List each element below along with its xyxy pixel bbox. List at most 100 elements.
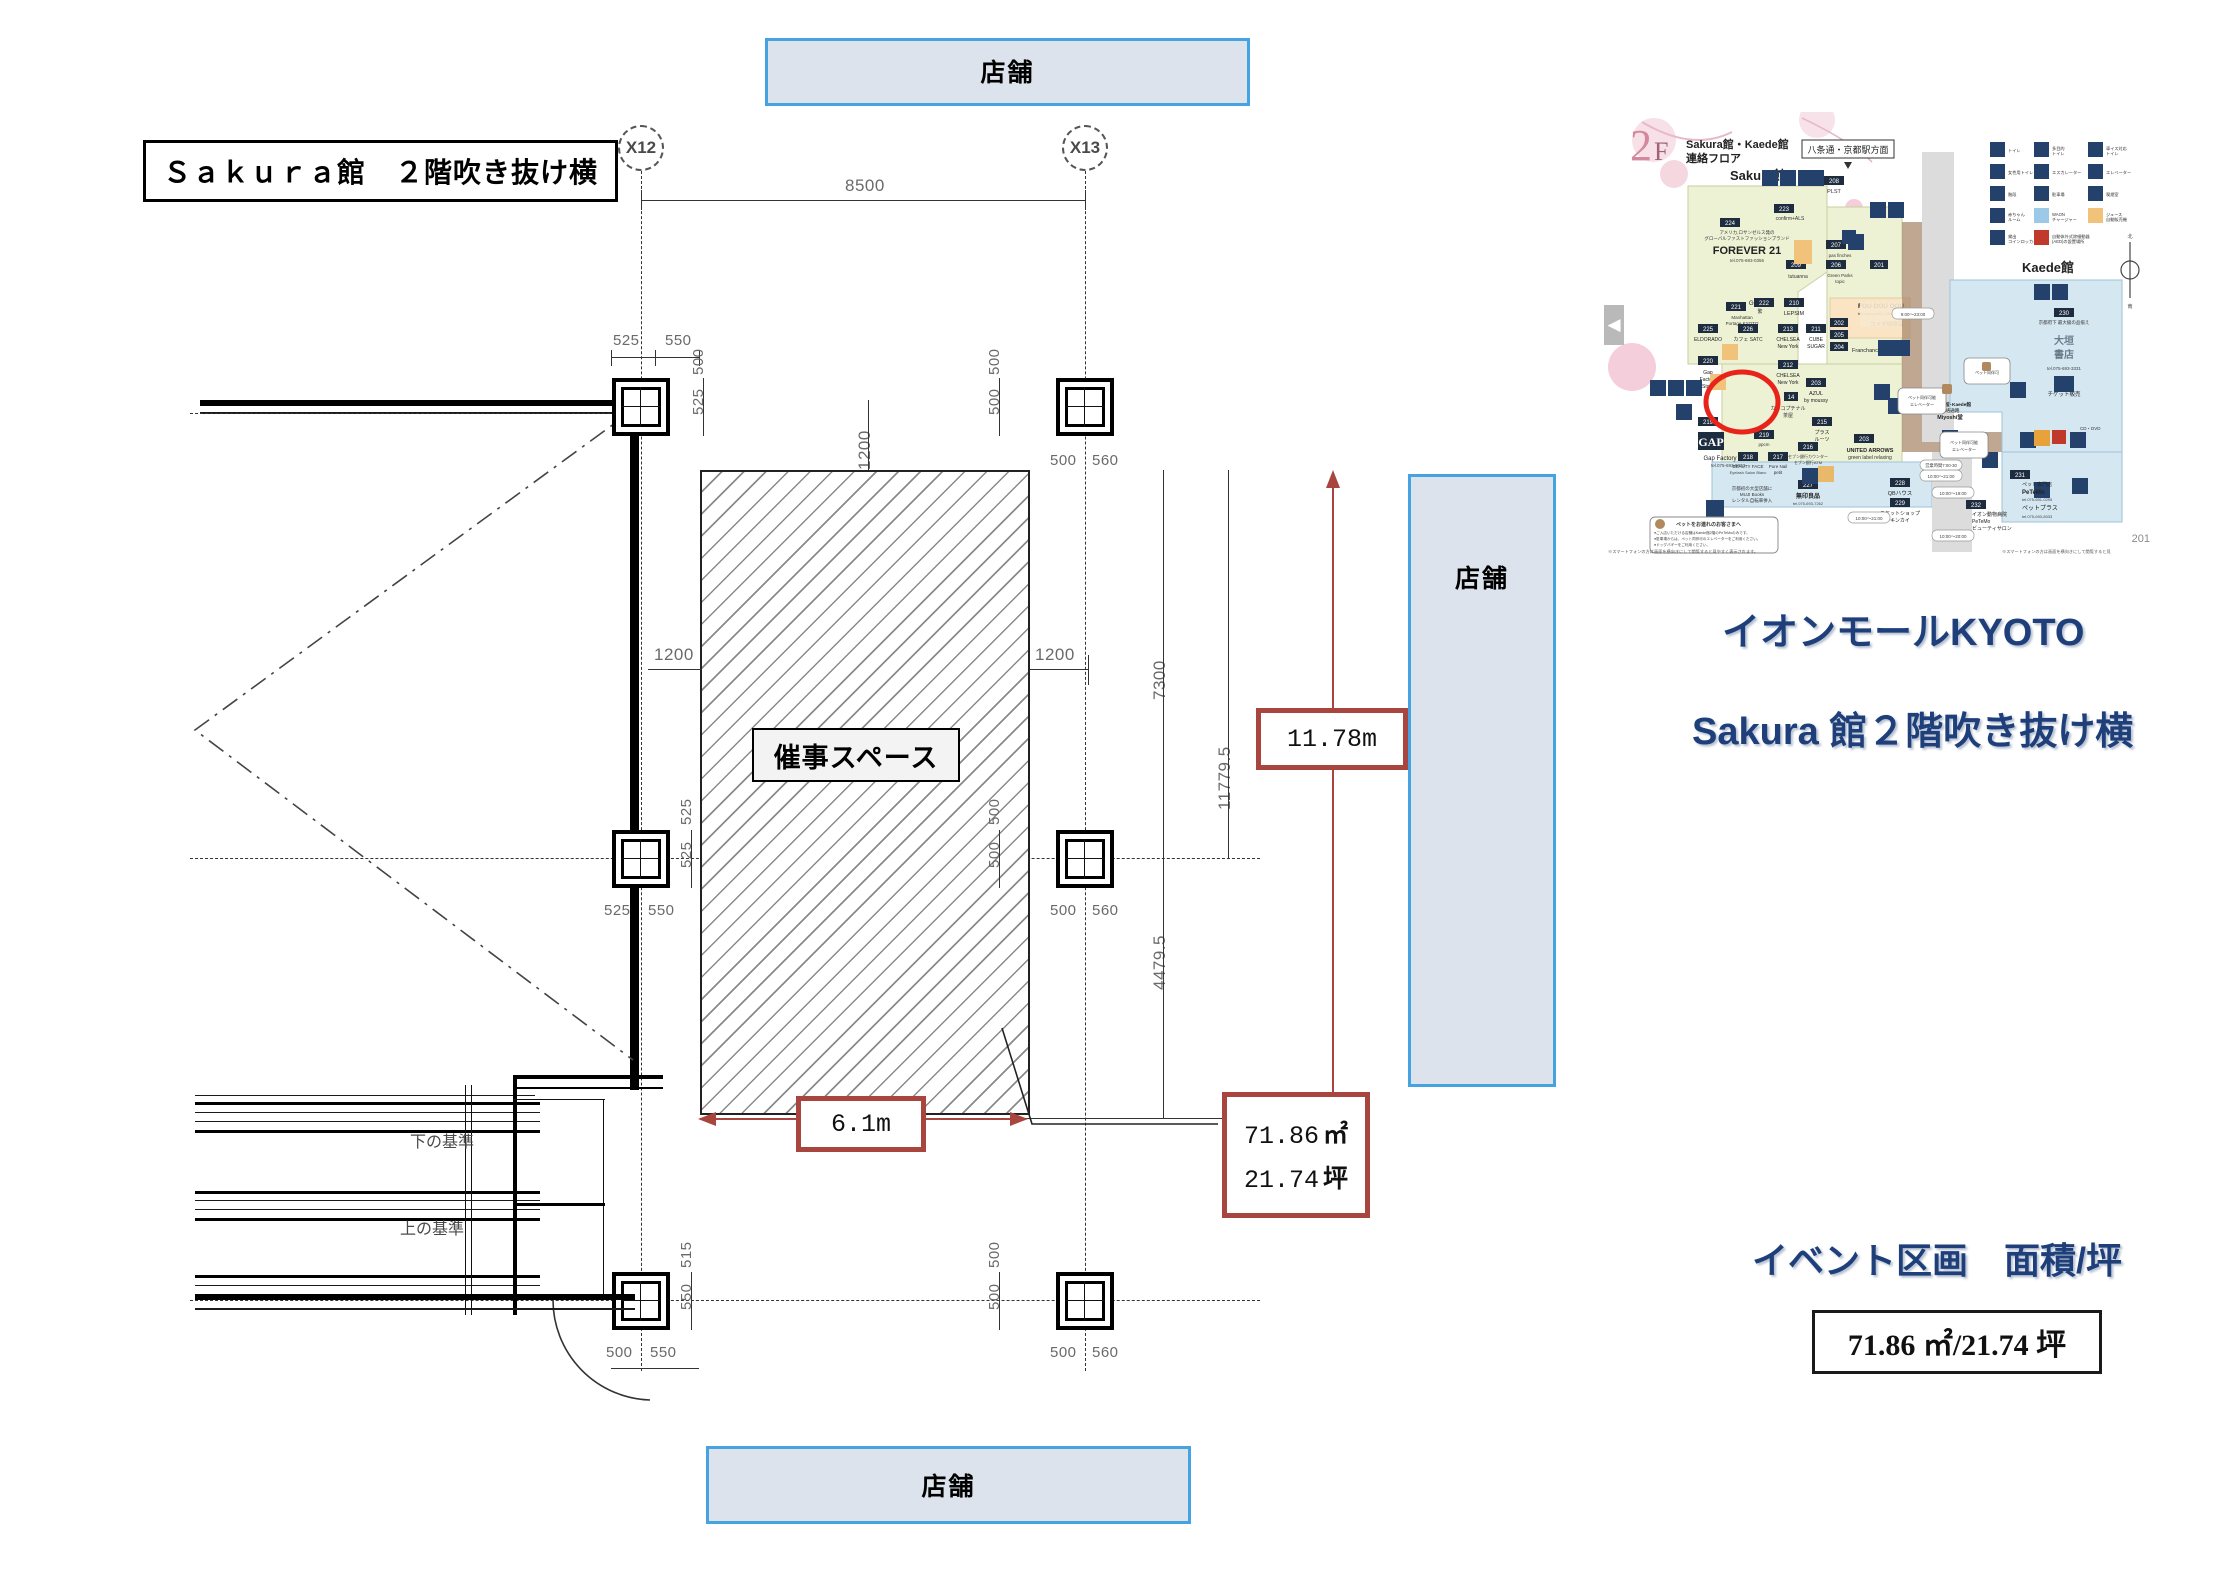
note-upper-datum: 上の基準 bbox=[400, 1221, 465, 1238]
svg-text:212: 212 bbox=[1783, 363, 1794, 369]
dim-tick-a bbox=[611, 350, 612, 366]
svg-text:連絡フロア: 連絡フロア bbox=[1686, 151, 1741, 165]
svg-text:(AED)の設置場所: (AED)の設置場所 bbox=[2052, 238, 2084, 245]
svg-text:Green Parks: Green Parks bbox=[1827, 273, 1853, 278]
void-triangle-outline bbox=[193, 409, 634, 1061]
svg-text:tel.075-693-3331: tel.075-693-3331 bbox=[2047, 366, 2082, 371]
svg-text:駐車場: 駐車場 bbox=[2052, 191, 2065, 198]
svg-text:イオン動物病院: イオン動物病院 bbox=[1972, 511, 2007, 518]
svg-text:女性用トイレ: 女性用トイレ bbox=[2008, 169, 2033, 176]
svg-text:2: 2 bbox=[1630, 121, 1652, 170]
svg-text:京都初の大型店舗に: 京都初の大型店舗に bbox=[1732, 485, 1773, 492]
column-mid-left-cross-v bbox=[640, 839, 641, 879]
column-bottom-left-inner bbox=[621, 1281, 661, 1321]
dim-bottom-left-h-b: 550 bbox=[650, 1344, 677, 1361]
svg-text:Portage KYOTO: Portage KYOTO bbox=[1726, 321, 1759, 326]
svg-text:CHELSEA: CHELSEA bbox=[1776, 373, 1800, 379]
dim-top-left-525: 525 bbox=[613, 332, 640, 349]
svg-text:14: 14 bbox=[1788, 395, 1795, 401]
dim-mid-right-h-a: 500 bbox=[1050, 902, 1077, 919]
svg-text:Miyoshi堂: Miyoshi堂 bbox=[1937, 413, 1963, 421]
svg-text:自動販売機: 自動販売機 bbox=[2106, 216, 2128, 223]
dim-tick-c bbox=[699, 350, 700, 366]
map-prev-arrow[interactable]: ◀ bbox=[1604, 305, 1624, 345]
svg-text:貸出: 貸出 bbox=[2008, 233, 2016, 240]
svg-text:201: 201 bbox=[1874, 263, 1885, 269]
svg-text:赤ちゃん: 赤ちゃん bbox=[2008, 212, 2025, 218]
svg-text:F: F bbox=[1654, 137, 1668, 166]
svg-text:tel.075-693-8033: tel.075-693-8033 bbox=[2022, 514, 2053, 519]
svg-text:Pure Nail: Pure Nail bbox=[1769, 464, 1788, 469]
wall-vertical-main bbox=[630, 400, 639, 1090]
callout-width-value: 6.1m bbox=[830, 1109, 891, 1139]
svg-text:茶屋: 茶屋 bbox=[1783, 412, 1793, 419]
svg-text:203: 203 bbox=[1859, 437, 1870, 443]
svg-text:10:00～21:00: 10:00～21:00 bbox=[1855, 516, 1883, 521]
svg-text:petit: petit bbox=[1774, 470, 1783, 475]
dim-right-col-v-bottom: 500 bbox=[986, 388, 1003, 415]
svg-text:211: 211 bbox=[1811, 327, 1821, 333]
svg-text:10:00～19:00: 10:00～19:00 bbox=[1939, 491, 1967, 496]
grid-marker-x12-label: X12 bbox=[625, 138, 657, 157]
svg-text:カネコプチナル: カネコプチナル bbox=[1771, 406, 1806, 412]
column-mid-left-inner bbox=[621, 839, 661, 879]
mall-map-graphic: 2 F Sakura館・Kaede館 連絡フロア 八条通・京都駅方面 Sakur… bbox=[1602, 112, 2172, 557]
dim-top-1200: 1200 bbox=[855, 430, 874, 470]
svg-text:topic: topic bbox=[1835, 279, 1845, 284]
mall-name-heading: イオンモールKYOTO bbox=[1722, 612, 2085, 654]
svg-text:New York: New York bbox=[1777, 344, 1799, 350]
event-space-label: 催事スペース bbox=[773, 742, 939, 773]
svg-text:喫煙室: 喫煙室 bbox=[2106, 191, 2119, 198]
svg-text:205: 205 bbox=[1834, 333, 1845, 339]
svg-text:CUBE: CUBE bbox=[1809, 337, 1824, 343]
svg-text:9:00～23:00: 9:00～23:00 bbox=[1901, 312, 1926, 317]
column-top-right-inner bbox=[1065, 387, 1105, 427]
dim-mid-right-h-b: 560 bbox=[1092, 902, 1119, 919]
svg-text:202: 202 bbox=[1834, 321, 1845, 327]
svg-text:ルーツ: ルーツ bbox=[1815, 437, 1830, 443]
svg-text:チケット販売: チケット販売 bbox=[2047, 390, 2081, 398]
dim-line-left-col-v bbox=[703, 378, 704, 436]
svg-text:Sakura館・Kaede館: Sakura館・Kaede館 bbox=[1686, 137, 1789, 151]
height-dimension-arrow-line bbox=[1332, 478, 1334, 1098]
svg-text:南: 南 bbox=[2127, 303, 2132, 310]
dim-tick-b bbox=[655, 350, 656, 366]
event-space-label-box: 催事スペース bbox=[752, 728, 960, 782]
svg-text:10:00～21:00: 10:00～21:00 bbox=[1927, 474, 1955, 479]
svg-text:206: 206 bbox=[1831, 263, 1842, 269]
svg-text:大垣: 大垣 bbox=[2054, 334, 2074, 347]
column-bottom-left-cross-h bbox=[621, 1300, 661, 1301]
dim-right-col-v-top: 500 bbox=[986, 348, 1003, 375]
svg-text:218: 218 bbox=[1743, 455, 1754, 461]
svg-text:MUJI Books: MUJI Books bbox=[1740, 492, 1765, 497]
svg-text:ペット同伴可: ペット同伴可 bbox=[1975, 369, 1999, 375]
wall-bottom-left-thin bbox=[195, 1308, 635, 1310]
area-summary-value: 71.86 ㎡/21.74 坪 bbox=[1847, 1329, 2067, 1362]
dim-right-col-h-500: 500 bbox=[1050, 452, 1077, 469]
column-mid-right-inner bbox=[1065, 839, 1105, 879]
svg-text:チケットショップ: チケットショップ bbox=[1880, 510, 1920, 517]
store-label-top: 店舗 bbox=[980, 59, 1035, 87]
svg-text:グローバルファストファッションブランド: グローバルファストファッションブランド bbox=[1704, 235, 1789, 242]
column-bottom-left-cross-v bbox=[640, 1281, 641, 1321]
svg-text:ペットをお連れのお客さまへ: ペットをお連れのお客さまへ bbox=[1676, 521, 1741, 528]
svg-text:green label relaxing: green label relaxing bbox=[1848, 455, 1892, 461]
svg-text:222: 222 bbox=[1759, 301, 1770, 307]
column-top-right-cross-v bbox=[1084, 387, 1085, 427]
dim-bottom-right-h-a: 500 bbox=[1050, 1344, 1077, 1361]
svg-text:207: 207 bbox=[1831, 243, 1842, 249]
callout-area-tsubo-value: 21.74 bbox=[1243, 1166, 1319, 1195]
store-label-bottom: 店舗 bbox=[921, 1473, 976, 1501]
svg-text:●駐車場からは、ペット同伴可のエレベーターをご利用ください。: ●駐車場からは、ペット同伴可のエレベーターをご利用ください。 bbox=[1654, 536, 1760, 541]
mall-directory-map[interactable]: 2 F Sakura館・Kaede館 連絡フロア 八条通・京都駅方面 Sakur… bbox=[1602, 112, 2172, 557]
svg-text:204: 204 bbox=[1834, 345, 1845, 351]
plan-title-text: Ｓａｋｕｒａ館 ２階吹き抜け横 bbox=[162, 157, 598, 188]
event-space-hatch bbox=[700, 470, 1030, 1115]
svg-text:チャージャー: チャージャー bbox=[2052, 217, 2077, 222]
dim-vert-4479: 4479.5 bbox=[1150, 935, 1169, 990]
location-heading: Sakura 館２階吹き抜け横 bbox=[1692, 711, 2134, 753]
svg-text:219: 219 bbox=[1759, 433, 1770, 439]
column-bottom-right-cross-h bbox=[1065, 1300, 1105, 1301]
svg-text:230: 230 bbox=[2059, 311, 2070, 317]
dimension-8500: 8500 bbox=[845, 176, 885, 195]
